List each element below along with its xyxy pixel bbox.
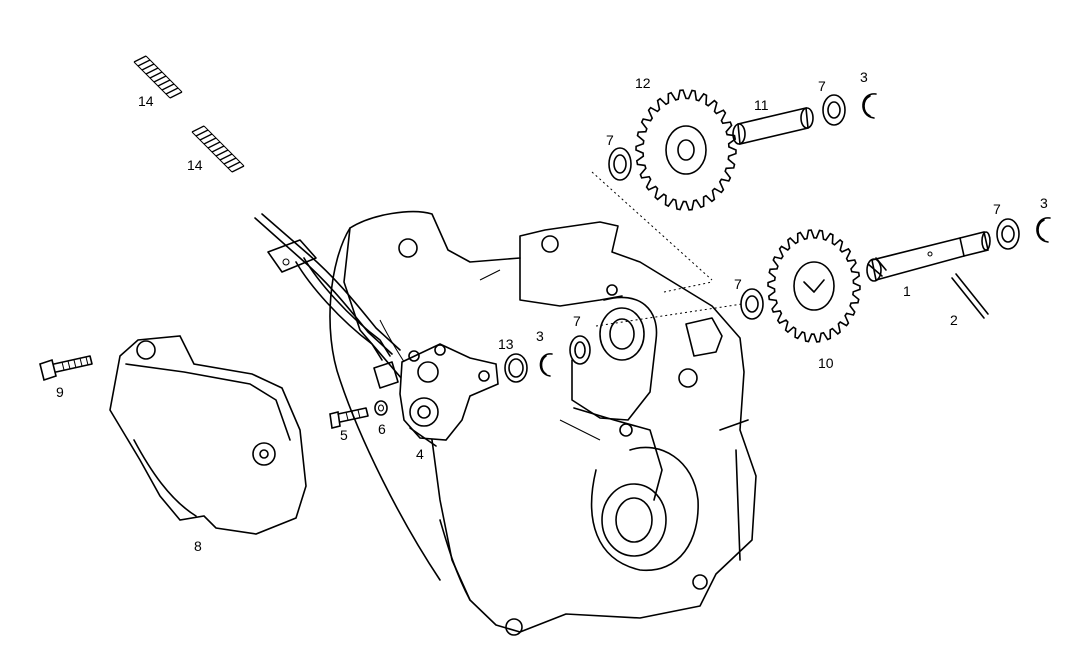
label-7-mid: 7 [734,276,742,292]
shaft-1 [866,231,991,282]
label-7-left: 7 [573,313,581,329]
label-3-upper: 3 [860,69,868,85]
washer-7-right [996,218,1020,250]
label-7-upper-left: 7 [606,132,614,148]
assembly-lines [591,171,743,327]
washer-7-left [569,335,591,365]
label-3-right: 3 [1040,195,1048,211]
washer-7-upper [822,94,846,126]
oil-pump-cover [109,335,307,535]
screw-5 [329,407,369,429]
oil-pump [399,343,499,447]
washer-7-mid [740,288,764,320]
label-12: 12 [635,75,651,91]
label-13: 13 [498,336,514,352]
callout-labels: 1 2 3 3 3 4 5 6 7 7 7 7 7 8 9 10 11 12 1… [56,69,1048,554]
label-7-upper: 7 [818,78,826,94]
label-6: 6 [378,421,386,437]
label-7-right: 7 [993,201,1001,217]
washer-7-upper-left [608,147,632,181]
pin-2 [951,273,989,319]
ring-13 [504,353,528,383]
label-14-upper: 14 [138,93,154,109]
washer-6 [374,400,388,416]
label-11: 11 [754,97,769,113]
screw-9 [39,355,93,382]
oil-pump-cables [254,213,401,389]
circlip-3-upper [862,93,877,119]
label-3-left: 3 [536,328,544,344]
label-2: 2 [950,312,958,328]
spring-14-upper [133,55,183,99]
pin-11 [732,107,814,145]
label-10: 10 [818,355,834,371]
label-1: 1 [903,283,911,299]
label-5: 5 [340,427,348,443]
circlip-3-left [539,353,553,377]
label-4: 4 [416,446,424,462]
crankcase-half [329,210,757,636]
label-14-lower: 14 [187,157,203,173]
label-9: 9 [56,384,64,400]
label-8: 8 [194,538,202,554]
gear-10 [767,229,861,343]
spring-14-lower [191,125,245,173]
circlip-3-right [1036,217,1051,243]
gear-12 [635,89,737,211]
